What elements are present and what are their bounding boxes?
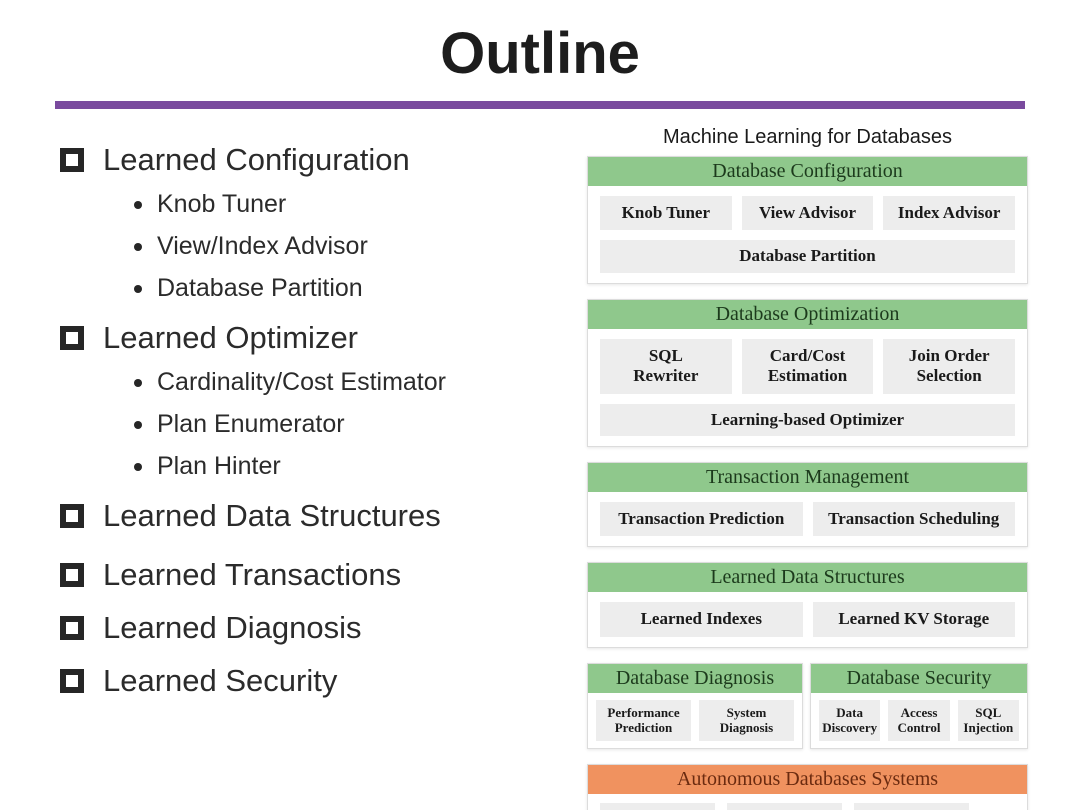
title-divider <box>55 101 1025 109</box>
outline-item-learned-transactions: Learned Transactions <box>60 557 565 593</box>
checkbox-bullet-icon <box>60 148 84 172</box>
box-data-discovery: Data Discovery <box>819 699 881 741</box>
checkbox-bullet-icon <box>60 563 84 587</box>
section-header: Learned Data Structures <box>588 563 1027 593</box>
outline-list: Learned Configuration Knob Tuner View/In… <box>60 142 565 699</box>
box-transaction-scheduling: Transaction Scheduling <box>812 501 1015 537</box>
section-database-optimization: Database Optimization SQL Rewriter Card/… <box>587 298 1028 447</box>
outline-item-label: Learned Transactions <box>103 557 402 592</box>
diagram-title: Machine Learning for Databases <box>662 126 953 148</box>
outline-subitem-label: Cardinality/Cost Estimator <box>157 368 446 396</box>
outline-subitem-label: Plan Enumerator <box>157 410 345 438</box>
outline-sublist: Knob Tuner View/Index Advisor Database P… <box>60 190 565 303</box>
outline-subitem-plan-hinter: Plan Hinter <box>60 452 565 481</box>
box-row: Performance Prediction System Diagnosis <box>588 693 802 748</box>
section-header: Database Configuration <box>588 157 1027 186</box>
outline-sublist: Cardinality/Cost Estimator Plan Enumerat… <box>60 368 565 481</box>
box-learned-indexes: Learned Indexes <box>600 602 803 637</box>
section-learned-data-structures: Learned Data Structures Learned Indexes … <box>587 562 1028 648</box>
box-row: Knob Tuner View Advisor Index Advisor <box>588 186 1027 240</box>
section-header: Transaction Management <box>588 462 1027 492</box>
box-database-partition: Database Partition <box>600 240 1015 273</box>
dot-bullet-icon <box>134 242 142 251</box>
box-sql-rewriter: SQL Rewriter <box>600 338 732 394</box>
box-join-order-selection: Join Order Selection <box>883 338 1016 394</box>
dot-bullet-icon <box>134 284 142 293</box>
outline-item-label: Learned Diagnosis <box>103 610 362 645</box>
box-row: SQL Rewriter Card/Cost Estimation Join O… <box>588 329 1027 404</box>
box-access-control: Access Control <box>888 699 950 741</box>
checkbox-bullet-icon <box>60 616 84 640</box>
box-segadb: SegaDB <box>727 802 842 810</box>
section-transaction-management: Transaction Management Transaction Predi… <box>587 461 1028 548</box>
section-autonomous-databases-systems: Autonomous Databases Systems Paloton Seg… <box>587 763 1028 810</box>
outline-item-learned-diagnosis: Learned Diagnosis <box>60 610 565 646</box>
box-sql-injection: SQL Injection <box>957 699 1019 741</box>
box-performance-prediction: Performance Prediction <box>596 699 691 741</box>
section-header: Database Security <box>811 663 1027 693</box>
dot-bullet-icon <box>134 420 142 429</box>
box-learned-kv-storage: Learned KV Storage <box>812 602 1015 637</box>
box-row: Learned Indexes Learned KV Storage <box>588 592 1027 646</box>
outline-item-learned-configuration: Learned Configuration <box>60 142 565 178</box>
ml-for-databases-diagram: Machine Learning for Databases Database … <box>587 126 1028 810</box>
outline-subitem-database-partition: Database Partition <box>60 274 565 303</box>
section-header: Database Diagnosis <box>588 663 802 693</box>
box-knob-tuner: Knob Tuner <box>600 196 732 231</box>
outline-subitem-label: Database Partition <box>157 274 363 302</box>
box-opengauss: openGauss <box>854 802 969 810</box>
box-paloton: Paloton <box>600 802 715 810</box>
outline-subitem-label: Knob Tuner <box>157 190 287 218</box>
outline-subitem-plan-enumerator: Plan Enumerator <box>60 410 565 439</box>
checkbox-bullet-icon <box>60 504 84 528</box>
dot-bullet-icon <box>134 462 142 471</box>
box-system-diagnosis: System Diagnosis <box>699 699 794 741</box>
section-database-configuration: Database Configuration Knob Tuner View A… <box>587 156 1028 284</box>
outline-item-label: Learned Security <box>103 663 338 698</box>
outline-subitem-knob-tuner: Knob Tuner <box>60 190 565 219</box>
outline-item-learned-optimizer: Learned Optimizer <box>60 320 565 356</box>
section-header: Database Optimization <box>588 299 1027 329</box>
outline-subitem-label: View/Index Advisor <box>157 232 368 260</box>
box-row: Paloton SegaDB openGauss ... <box>588 794 1027 810</box>
dot-bullet-icon <box>134 200 142 209</box>
box-row: Data Discovery Access Control SQL Inject… <box>811 693 1027 748</box>
outline-subitem-label: Plan Hinter <box>157 452 281 480</box>
box-row: Transaction Prediction Transaction Sched… <box>588 492 1027 546</box>
section-database-diagnosis: Database Diagnosis Performance Predictio… <box>587 662 803 749</box>
box-transaction-prediction: Transaction Prediction <box>600 501 803 537</box>
outline-item-learned-data-structures: Learned Data Structures <box>60 498 565 534</box>
checkbox-bullet-icon <box>60 326 84 350</box>
section-header: Autonomous Databases Systems <box>588 764 1027 794</box>
checkbox-bullet-icon <box>60 669 84 693</box>
outline-item-learned-security: Learned Security <box>60 663 565 699</box>
outline-subitem-view-index-advisor: View/Index Advisor <box>60 232 565 261</box>
box-card-cost-estimation: Card/Cost Estimation <box>741 338 874 394</box>
outline-item-label: Learned Configuration <box>103 142 410 177</box>
box-learning-based-optimizer: Learning-based Optimizer <box>600 403 1015 436</box>
box-index-advisor: Index Advisor <box>883 196 1016 231</box>
outline-subitem-cardinality-cost-estimator: Cardinality/Cost Estimator <box>60 368 565 397</box>
box-view-advisor: View Advisor <box>741 196 874 231</box>
outline-item-label: Learned Optimizer <box>103 320 359 355</box>
outline-item-label: Learned Data Structures <box>103 498 441 533</box>
page-title: Outline <box>440 21 640 86</box>
section-database-security: Database Security Data Discovery Access … <box>810 662 1028 749</box>
diagnosis-security-row: Database Diagnosis Performance Predictio… <box>587 662 1028 749</box>
dot-bullet-icon <box>134 378 142 387</box>
